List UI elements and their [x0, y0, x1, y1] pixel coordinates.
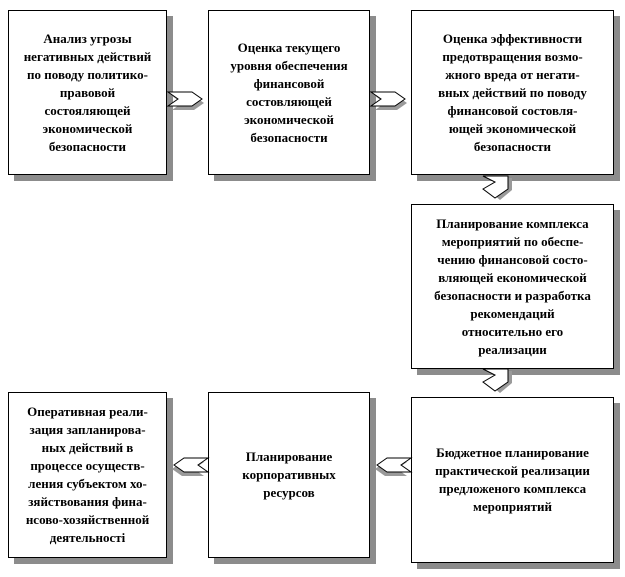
arrow-left-2: [172, 457, 210, 476]
arrow-left-1: [375, 457, 413, 476]
arrow-right-1: [166, 91, 204, 110]
box-threat-analysis: Анализ угрозы негативных действий по пов…: [8, 10, 167, 175]
arrow-right-2: [369, 91, 407, 110]
box-measures-planning-text: Планирование комплекса мероприятий по об…: [434, 215, 591, 357]
box-operational-implementation-text: Оперативная реали- зация запланирова- ны…: [25, 404, 150, 545]
box-current-level-text: Оценка текущего уровня обеспечения финан…: [230, 39, 348, 145]
box-budget-planning-text: Бюджетное планирование практической реал…: [435, 445, 590, 514]
box-prevention-efficiency: Оценка эффективности предотвращения возм…: [411, 10, 614, 175]
box-resource-planning: Планирование корпоративных ресурсов: [208, 392, 370, 558]
box-current-level: Оценка текущего уровня обеспечения финан…: [208, 10, 370, 175]
arrow-down-2: [482, 368, 512, 393]
box-measures-planning: Планирование комплекса мероприятий по об…: [411, 204, 614, 369]
box-operational-implementation: Оперативная реали- зация запланирова- ны…: [8, 392, 167, 558]
box-resource-planning-text: Планирование корпоративных ресурсов: [242, 449, 336, 500]
arrow-down-1: [482, 175, 512, 200]
box-threat-analysis-text: Анализ угрозы негативных действий по пов…: [23, 30, 152, 154]
box-budget-planning: Бюджетное планирование практической реал…: [411, 397, 614, 563]
box-prevention-efficiency-text: Оценка эффективности предотвращения возм…: [438, 30, 587, 154]
